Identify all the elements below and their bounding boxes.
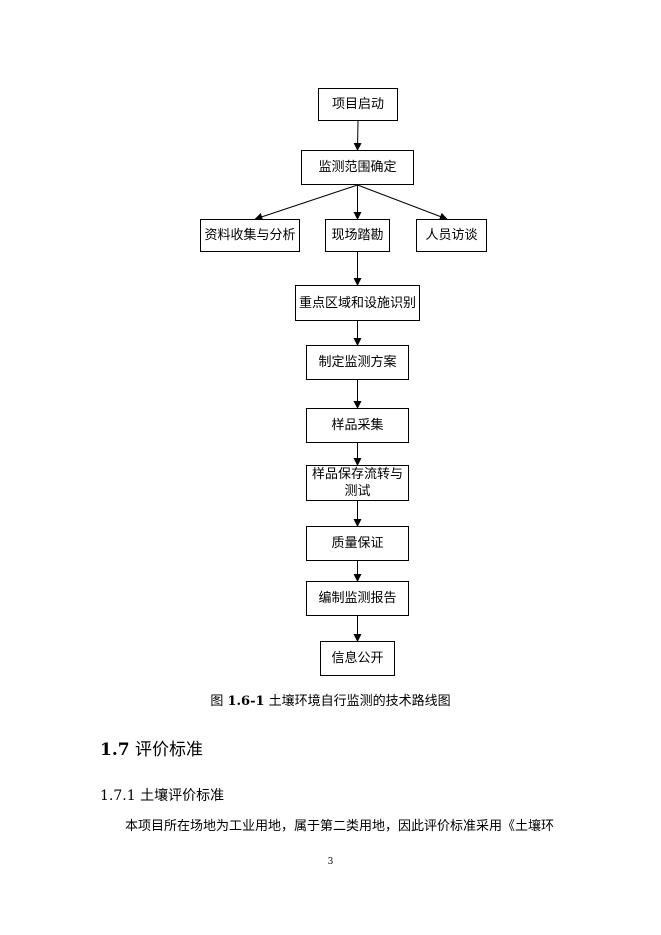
flow-node-start: 项目启动 <box>318 88 398 121</box>
figure-caption: 图 1.6-1 土壤环境自行监测的技术路线图 <box>0 690 661 709</box>
flow-node-plan: 制定监测方案 <box>306 345 409 380</box>
body-paragraph: 本项目所在场地为工业用地，属于第二类用地，因此评价标准采用《土壤环 <box>125 819 555 834</box>
subsection-title: 土壤评价标准 <box>135 788 225 804</box>
flow-node-sampling: 样品采集 <box>306 408 409 443</box>
flow-node-report: 编制监测报告 <box>306 581 409 616</box>
flowchart-connectors <box>254 120 448 642</box>
section-number: 1.7 <box>100 740 130 760</box>
flow-node-qa: 质量保证 <box>306 526 409 561</box>
arrow-start-to-scope <box>353 120 362 151</box>
arrow-scope-to-collect <box>254 184 358 221</box>
flow-node-preserve: 样品保存流转与 测试 <box>306 465 409 501</box>
section-title: 评价标准 <box>129 740 203 760</box>
flow-node-publish: 信息公开 <box>320 641 395 676</box>
section-heading: 1.7 评价标准 <box>100 735 203 760</box>
caption-prefix: 图 <box>210 694 228 709</box>
caption-text: 土壤环境自行监测的技术路线图 <box>264 694 451 709</box>
page-number: 3 <box>327 857 334 867</box>
caption-number: 1.6-1 <box>227 694 265 709</box>
subsection-number: 1.7.1 <box>100 788 136 804</box>
flow-node-scope: 监测范围确定 <box>301 150 414 185</box>
flow-node-identify: 重点区域和设施识别 <box>295 285 420 321</box>
flow-node-collect: 资料收集与分析 <box>200 219 300 252</box>
flow-node-survey: 现场踏勘 <box>325 219 390 252</box>
arrow-scope-to-interview <box>357 184 448 221</box>
subsection-heading: 1.7.1 土壤评价标准 <box>100 785 224 805</box>
flow-node-interview: 人员访谈 <box>416 219 487 252</box>
